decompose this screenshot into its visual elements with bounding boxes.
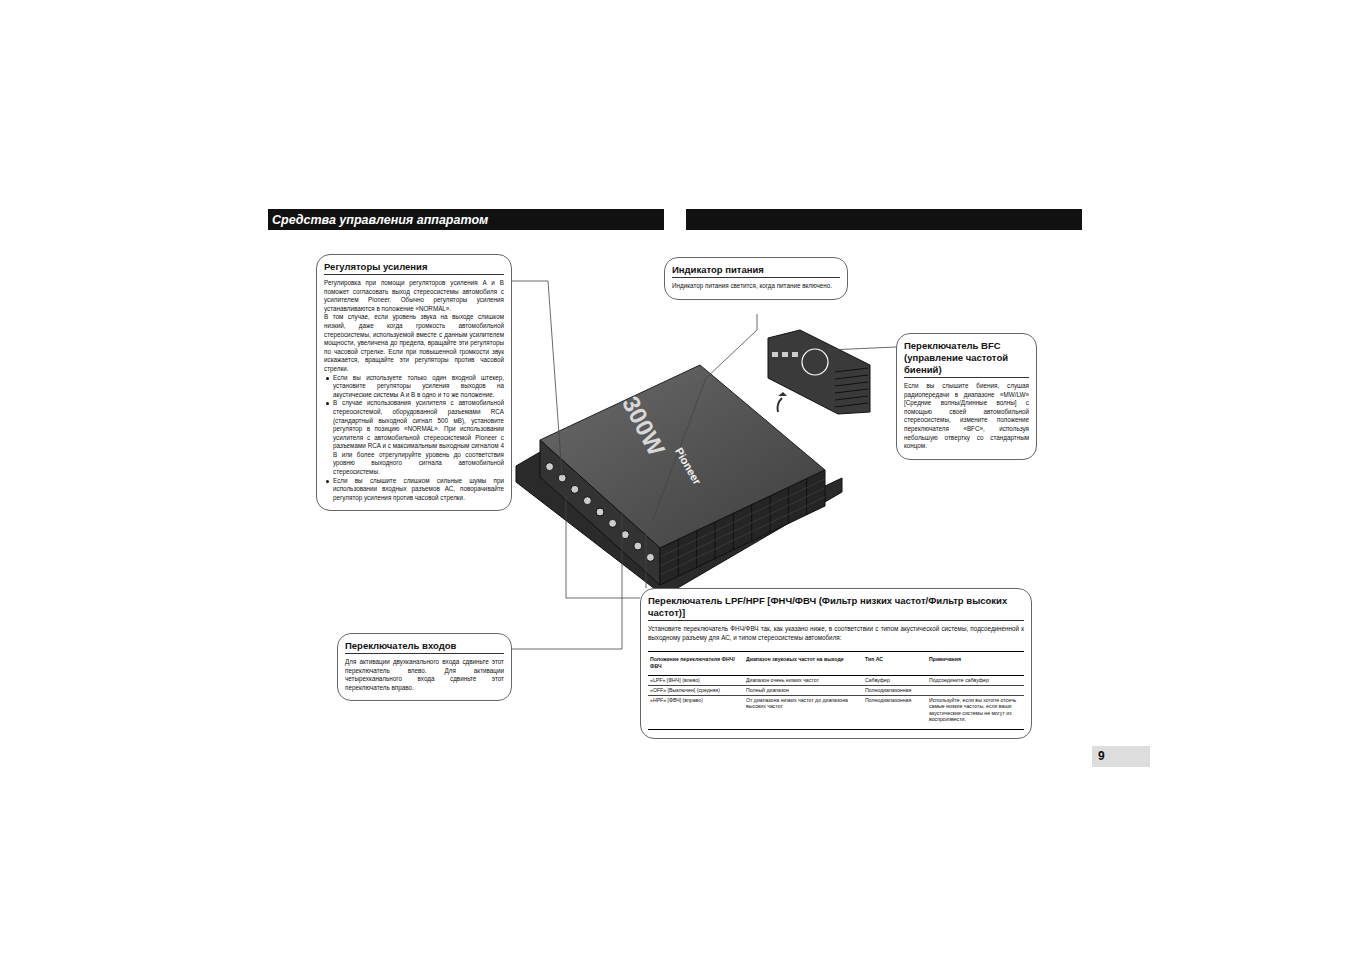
callout-heading: Переключатель BFC (управление частотой б… — [904, 340, 1029, 378]
pointer-arrow-head — [778, 392, 787, 396]
fin-line — [835, 389, 868, 393]
amp-side — [660, 470, 825, 585]
table-cell: «LPF» [ФНЧ] (влево) — [648, 676, 744, 686]
table-cell: От диапазона низких частот до диапазона … — [744, 696, 863, 729]
fin-line — [835, 396, 868, 400]
terminal — [634, 542, 642, 550]
terminal — [772, 352, 778, 357]
table-cell: Тип АС — [863, 652, 927, 676]
inset-fins — [772, 352, 868, 407]
terminals — [546, 463, 655, 562]
fin-line — [835, 375, 868, 379]
heat-sink-fins — [660, 479, 825, 577]
terminal — [546, 463, 554, 471]
callout-box: Регуляторы усиленияРегулировка при помощ… — [316, 254, 512, 511]
header-bar — [686, 209, 1082, 230]
bullet-dot — [326, 377, 329, 380]
table-cell: «OFF» [Выключен] (средняя) — [648, 686, 744, 696]
callout-body: Для активации двухканального входа сдвин… — [345, 658, 504, 692]
terminal — [596, 508, 604, 516]
terminal — [571, 485, 579, 493]
amp-front-panel — [540, 440, 660, 585]
callout-body: Индикатор питания светится, когда питани… — [672, 282, 840, 291]
page-number: 9 — [1092, 746, 1150, 767]
terminal — [583, 497, 591, 505]
terminal — [782, 352, 788, 357]
callout-box: Переключатель BFC (управление частотой б… — [896, 333, 1037, 460]
table-cell: Диапазон очень низких частот — [744, 676, 863, 686]
table-cell: Полный диапазон — [744, 686, 863, 696]
callout-heading: Переключатель входов — [345, 640, 504, 654]
fin-line — [660, 488, 825, 566]
table-cell: Подсоедините сабвуфер — [927, 676, 1024, 686]
table-cell: Примечания — [927, 652, 1024, 676]
callout-body: Если вы слышите биения, слушая радиопере… — [904, 382, 1029, 451]
fin-line — [660, 479, 825, 557]
fin-line — [835, 382, 868, 386]
fin-line — [835, 368, 868, 372]
leader-line — [646, 532, 647, 588]
page-title: Средства управления аппаратом — [272, 210, 488, 230]
bullet-text: В случае использования усилителя с автом… — [333, 399, 504, 476]
callout-heading: Регуляторы усиления — [324, 261, 504, 275]
callout-heading: Переключатель LPF/HPF [ФНЧ/ФВЧ (Фильтр н… — [648, 595, 1024, 621]
callout-heading: Индикатор питания — [672, 264, 840, 278]
terminal — [792, 352, 798, 357]
callout-body: Регулировка при помощи регуляторов усиле… — [324, 279, 504, 313]
inset-closeup — [768, 330, 870, 414]
leader-line — [511, 281, 562, 476]
leader-line — [828, 347, 896, 350]
terminal — [609, 519, 617, 527]
leader-line — [511, 514, 622, 649]
fin-line — [835, 403, 868, 407]
filter-table: Положение переключателя ФНЧ/ФВЧДиапазон … — [648, 651, 1024, 730]
bullet-dot — [326, 402, 329, 405]
callout-body: В том случае, если уровень звука на выхо… — [324, 313, 504, 373]
table-cell-empty — [927, 686, 1024, 696]
table-cell: Положение переключателя ФНЧ/ФВЧ — [648, 652, 744, 676]
leader-line — [566, 496, 640, 598]
bfc-marker — [802, 349, 828, 375]
callout-body: Установите переключатель ФНЧ/ФВЧ так, ка… — [648, 625, 1024, 642]
callout-box: Переключатель входовДля активации двухка… — [337, 633, 512, 701]
table-cell: Полнодиапазонная — [863, 696, 927, 729]
bullet-text: Если вы слышите слишком сильные шумы при… — [333, 477, 504, 503]
table-cell: Сабвуфер — [863, 676, 927, 686]
callout-box: Индикатор питанияИндикатор питания свети… — [664, 257, 848, 300]
table-cell: Используйте, если вы хотите отсечь самые… — [927, 696, 1024, 729]
table-cell: «HPF» [ФВЧ] (вправо) — [648, 696, 744, 729]
terminal — [646, 553, 654, 561]
callout-box: Переключатель LPF/HPF [ФНЧ/ФВЧ (Фильтр н… — [640, 588, 1032, 739]
bullet-text: Если вы используете только один входной … — [333, 374, 504, 400]
bullet-dot — [326, 480, 329, 483]
fin-line — [660, 497, 825, 575]
pointer-arrow — [778, 398, 783, 412]
table-cell: Полнодиапазонная — [863, 686, 927, 696]
leader-line — [652, 314, 757, 522]
table-cell: Диапазон звуковых частот на выходе — [744, 652, 863, 676]
